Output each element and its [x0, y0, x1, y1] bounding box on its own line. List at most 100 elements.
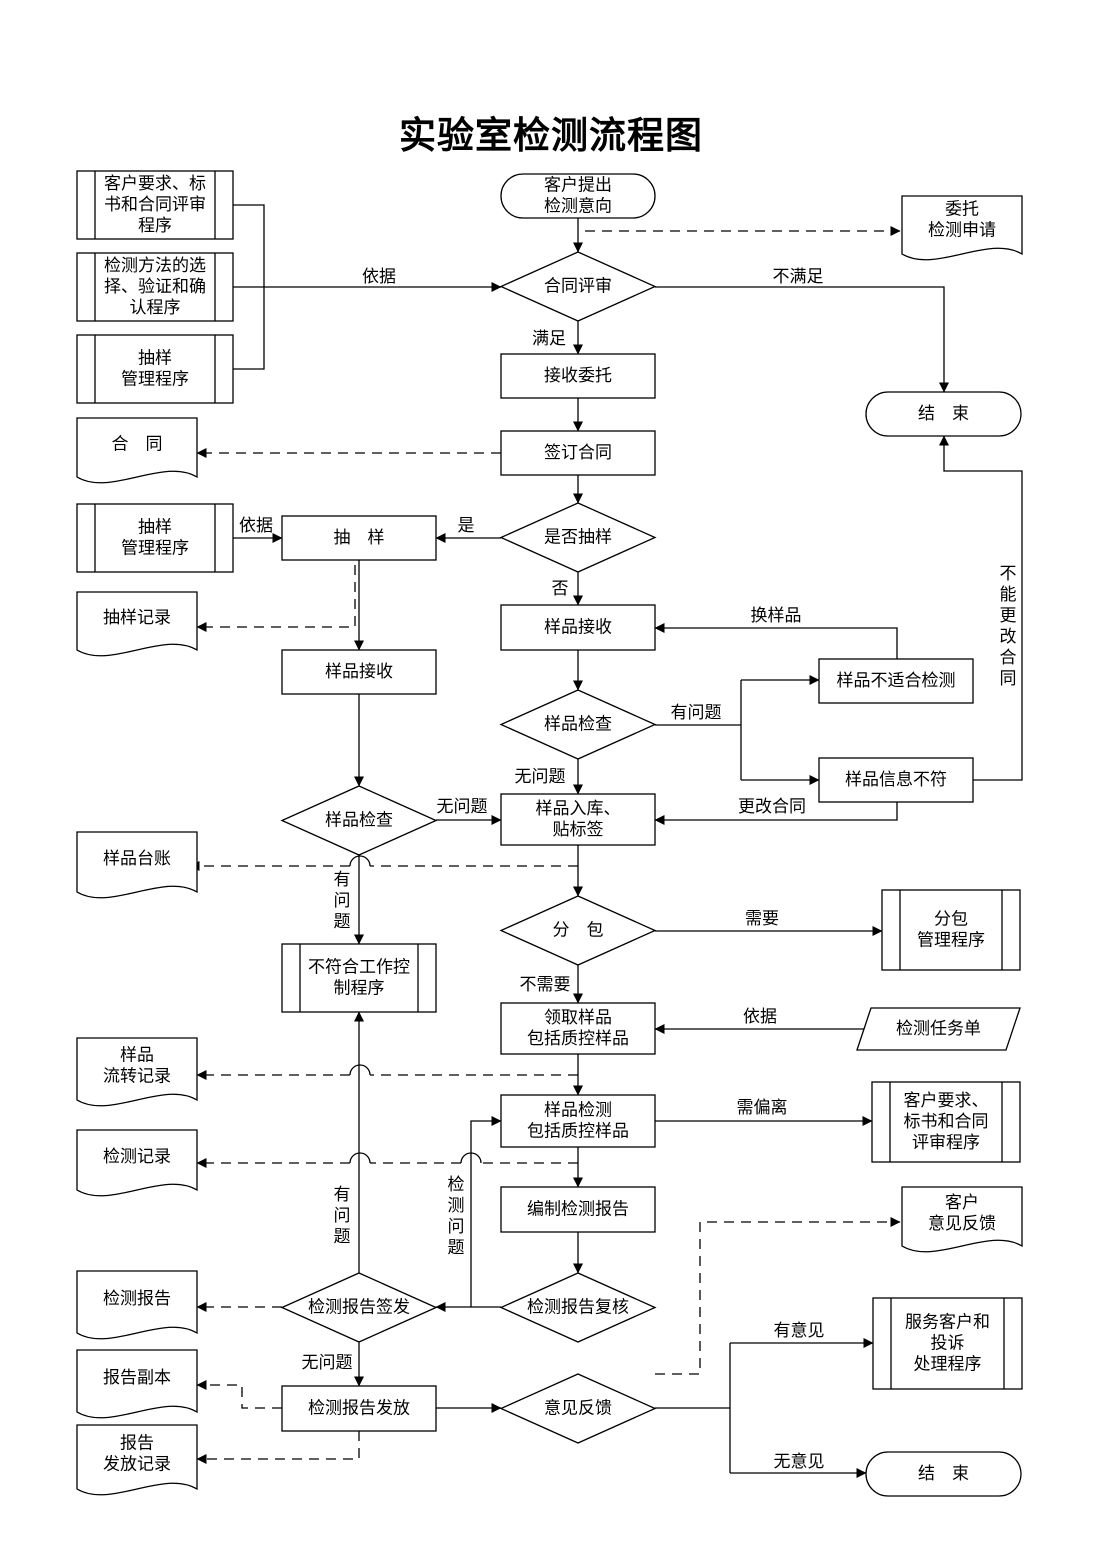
- has-opinion-edge-label: 有意见: [774, 1321, 825, 1341]
- sample-check-right-node: 样品检查: [499, 689, 657, 760]
- doc-sampling-1-label-line-1: 抽样: [138, 349, 172, 369]
- report-sign-node: 检测报告签发: [280, 1272, 438, 1343]
- connector-16: [654, 623, 898, 659]
- line-hop-3: [349, 1152, 371, 1164]
- sample-info-mismatch-label: 样品信息不符: [845, 770, 947, 790]
- issue-record-label-line-2: 发放记录: [103, 1455, 171, 1475]
- nonconforming-label-line-1: 不符合工作控: [308, 958, 410, 978]
- sample-check-right-label: 样品检查: [544, 715, 612, 735]
- connector-23: [939, 435, 1023, 781]
- sample-unsuitable-label: 样品不适合检测: [837, 671, 956, 691]
- end-2-label: 结 束: [918, 1464, 969, 1484]
- sample-storage-node: 样品入库、贴标签: [500, 793, 656, 846]
- sample-receive-right-label: 样品接收: [544, 618, 612, 638]
- sampling-label: 抽 样: [334, 528, 385, 548]
- basis-3-edge-label: 依据: [743, 1007, 777, 1027]
- sample-ledger-node: 样品台账: [76, 831, 198, 899]
- contract-doc-label: 合 同: [112, 435, 163, 455]
- is-sampling-node: 是否抽样: [499, 502, 657, 573]
- doc-service-label-line-3: 处理程序: [914, 1355, 982, 1375]
- dashed-connector-54: [655, 1217, 901, 1375]
- connector-24: [654, 802, 898, 825]
- weituo-label-line-2: 检测申请: [928, 221, 996, 241]
- no-opinion-edge-label: 无意见: [774, 1452, 825, 1472]
- test-record-label: 检测记录: [103, 1147, 171, 1167]
- subcontract-label: 分 包: [553, 921, 604, 941]
- line-hop-1: [349, 855, 371, 867]
- test-report-node: 检测报告: [76, 1270, 198, 1340]
- sampling-record-label: 抽样记录: [103, 608, 171, 628]
- doc-service-label-line-1: 服务客户和: [905, 1313, 990, 1333]
- basis-1-edge-label: 依据: [362, 267, 396, 287]
- report-issue-label: 检测报告发放: [308, 1399, 410, 1419]
- flow-record-label-line-1: 样品: [120, 1046, 154, 1066]
- collect-sample-label-line-2: 包括质控样品: [527, 1029, 629, 1049]
- compile-report-node: 编制检测报告: [500, 1186, 656, 1233]
- basis-2-edge-label: 依据: [239, 516, 273, 536]
- doc-contract-review-label-line-3: 程序: [138, 216, 172, 236]
- not-need-edge-label: 不需要: [520, 975, 571, 995]
- doc-client-req-label-line-2: 标书和合同: [904, 1112, 989, 1132]
- dashed-connector-14: [196, 565, 356, 632]
- client-feedback-doc-label-line-2: 意见反馈: [928, 1214, 996, 1234]
- doc-client-req-label-line-3: 评审程序: [912, 1133, 980, 1153]
- doc-sampling-2-label-line-1: 抽样: [138, 518, 172, 538]
- test-problem-edge-label: 检测问题: [448, 1175, 465, 1258]
- dashed-connector-49: [196, 1431, 360, 1464]
- sample-info-mismatch-node: 样品信息不符: [818, 757, 974, 803]
- has-problem-left-edge-label: 有问题: [334, 870, 351, 932]
- end-1-node: 结 束: [865, 391, 1022, 437]
- report-review-node: 检测报告复核: [499, 1272, 657, 1343]
- no-problem-right-edge-label: 无问题: [515, 767, 566, 787]
- flow-record-label-line-2: 流转记录: [103, 1067, 171, 1087]
- start-label-line-1: 客户提出: [544, 176, 612, 196]
- sampling-node: 抽 样: [281, 515, 437, 561]
- doc-method-label-line-1: 检测方法的选: [104, 256, 206, 276]
- sample-receive-left-label: 样品接收: [325, 662, 393, 682]
- sample-unsuitable-node: 样品不适合检测: [818, 658, 974, 704]
- sample-check-left-node: 样品检查: [280, 785, 438, 856]
- feedback-label: 意见反馈: [544, 1399, 612, 1419]
- client-feedback-doc-label-line-1: 客户: [945, 1193, 979, 1213]
- doc-subcontract-label-line-2: 管理程序: [917, 931, 985, 951]
- sign-contract-label: 签订合同: [544, 443, 612, 463]
- dashed-connector-47: [196, 1380, 282, 1409]
- feedback-node: 意见反馈: [499, 1373, 657, 1444]
- no-problem-sign-edge-label: 无问题: [302, 1353, 353, 1373]
- report-review-label: 检测报告复核: [527, 1298, 629, 1318]
- report-copy-label: 报告副本: [103, 1368, 171, 1388]
- sample-storage-label-line-2: 贴标签: [553, 820, 604, 840]
- contract-review-label: 合同评审: [544, 277, 612, 297]
- doc-sampling-1-label-line-2: 管理程序: [121, 370, 189, 390]
- subcontract-node: 分 包: [499, 895, 657, 966]
- test-sample-label-line-2: 包括质控样品: [527, 1122, 629, 1142]
- sample-storage-label-line-1: 样品入库、: [536, 799, 621, 819]
- test-record-node: 检测记录: [76, 1129, 198, 1197]
- task-sheet-label: 检测任务单: [896, 1019, 981, 1039]
- report-issue-node: 检测报告发放: [281, 1385, 437, 1432]
- task-sheet-node: 检测任务单: [856, 1007, 1021, 1051]
- has-problem-sign-edge-label: 有问题: [334, 1185, 351, 1247]
- has-problem-right-edge-label: 有问题: [671, 703, 722, 723]
- compile-report-label: 编制检测报告: [527, 1200, 629, 1220]
- need-edge-label: 需要: [745, 909, 779, 929]
- report-sign-label: 检测报告签发: [308, 1298, 410, 1318]
- start-label-line-2: 检测意向: [544, 197, 612, 217]
- page-title: 实验室检测流程图: [399, 113, 703, 157]
- doc-sampling-2-label-line-2: 管理程序: [121, 539, 189, 559]
- doc-contract-review-label-line-2: 书和合同评审: [104, 195, 206, 215]
- line-hop-2: [349, 1064, 371, 1076]
- sign-contract-node: 签订合同: [500, 430, 656, 476]
